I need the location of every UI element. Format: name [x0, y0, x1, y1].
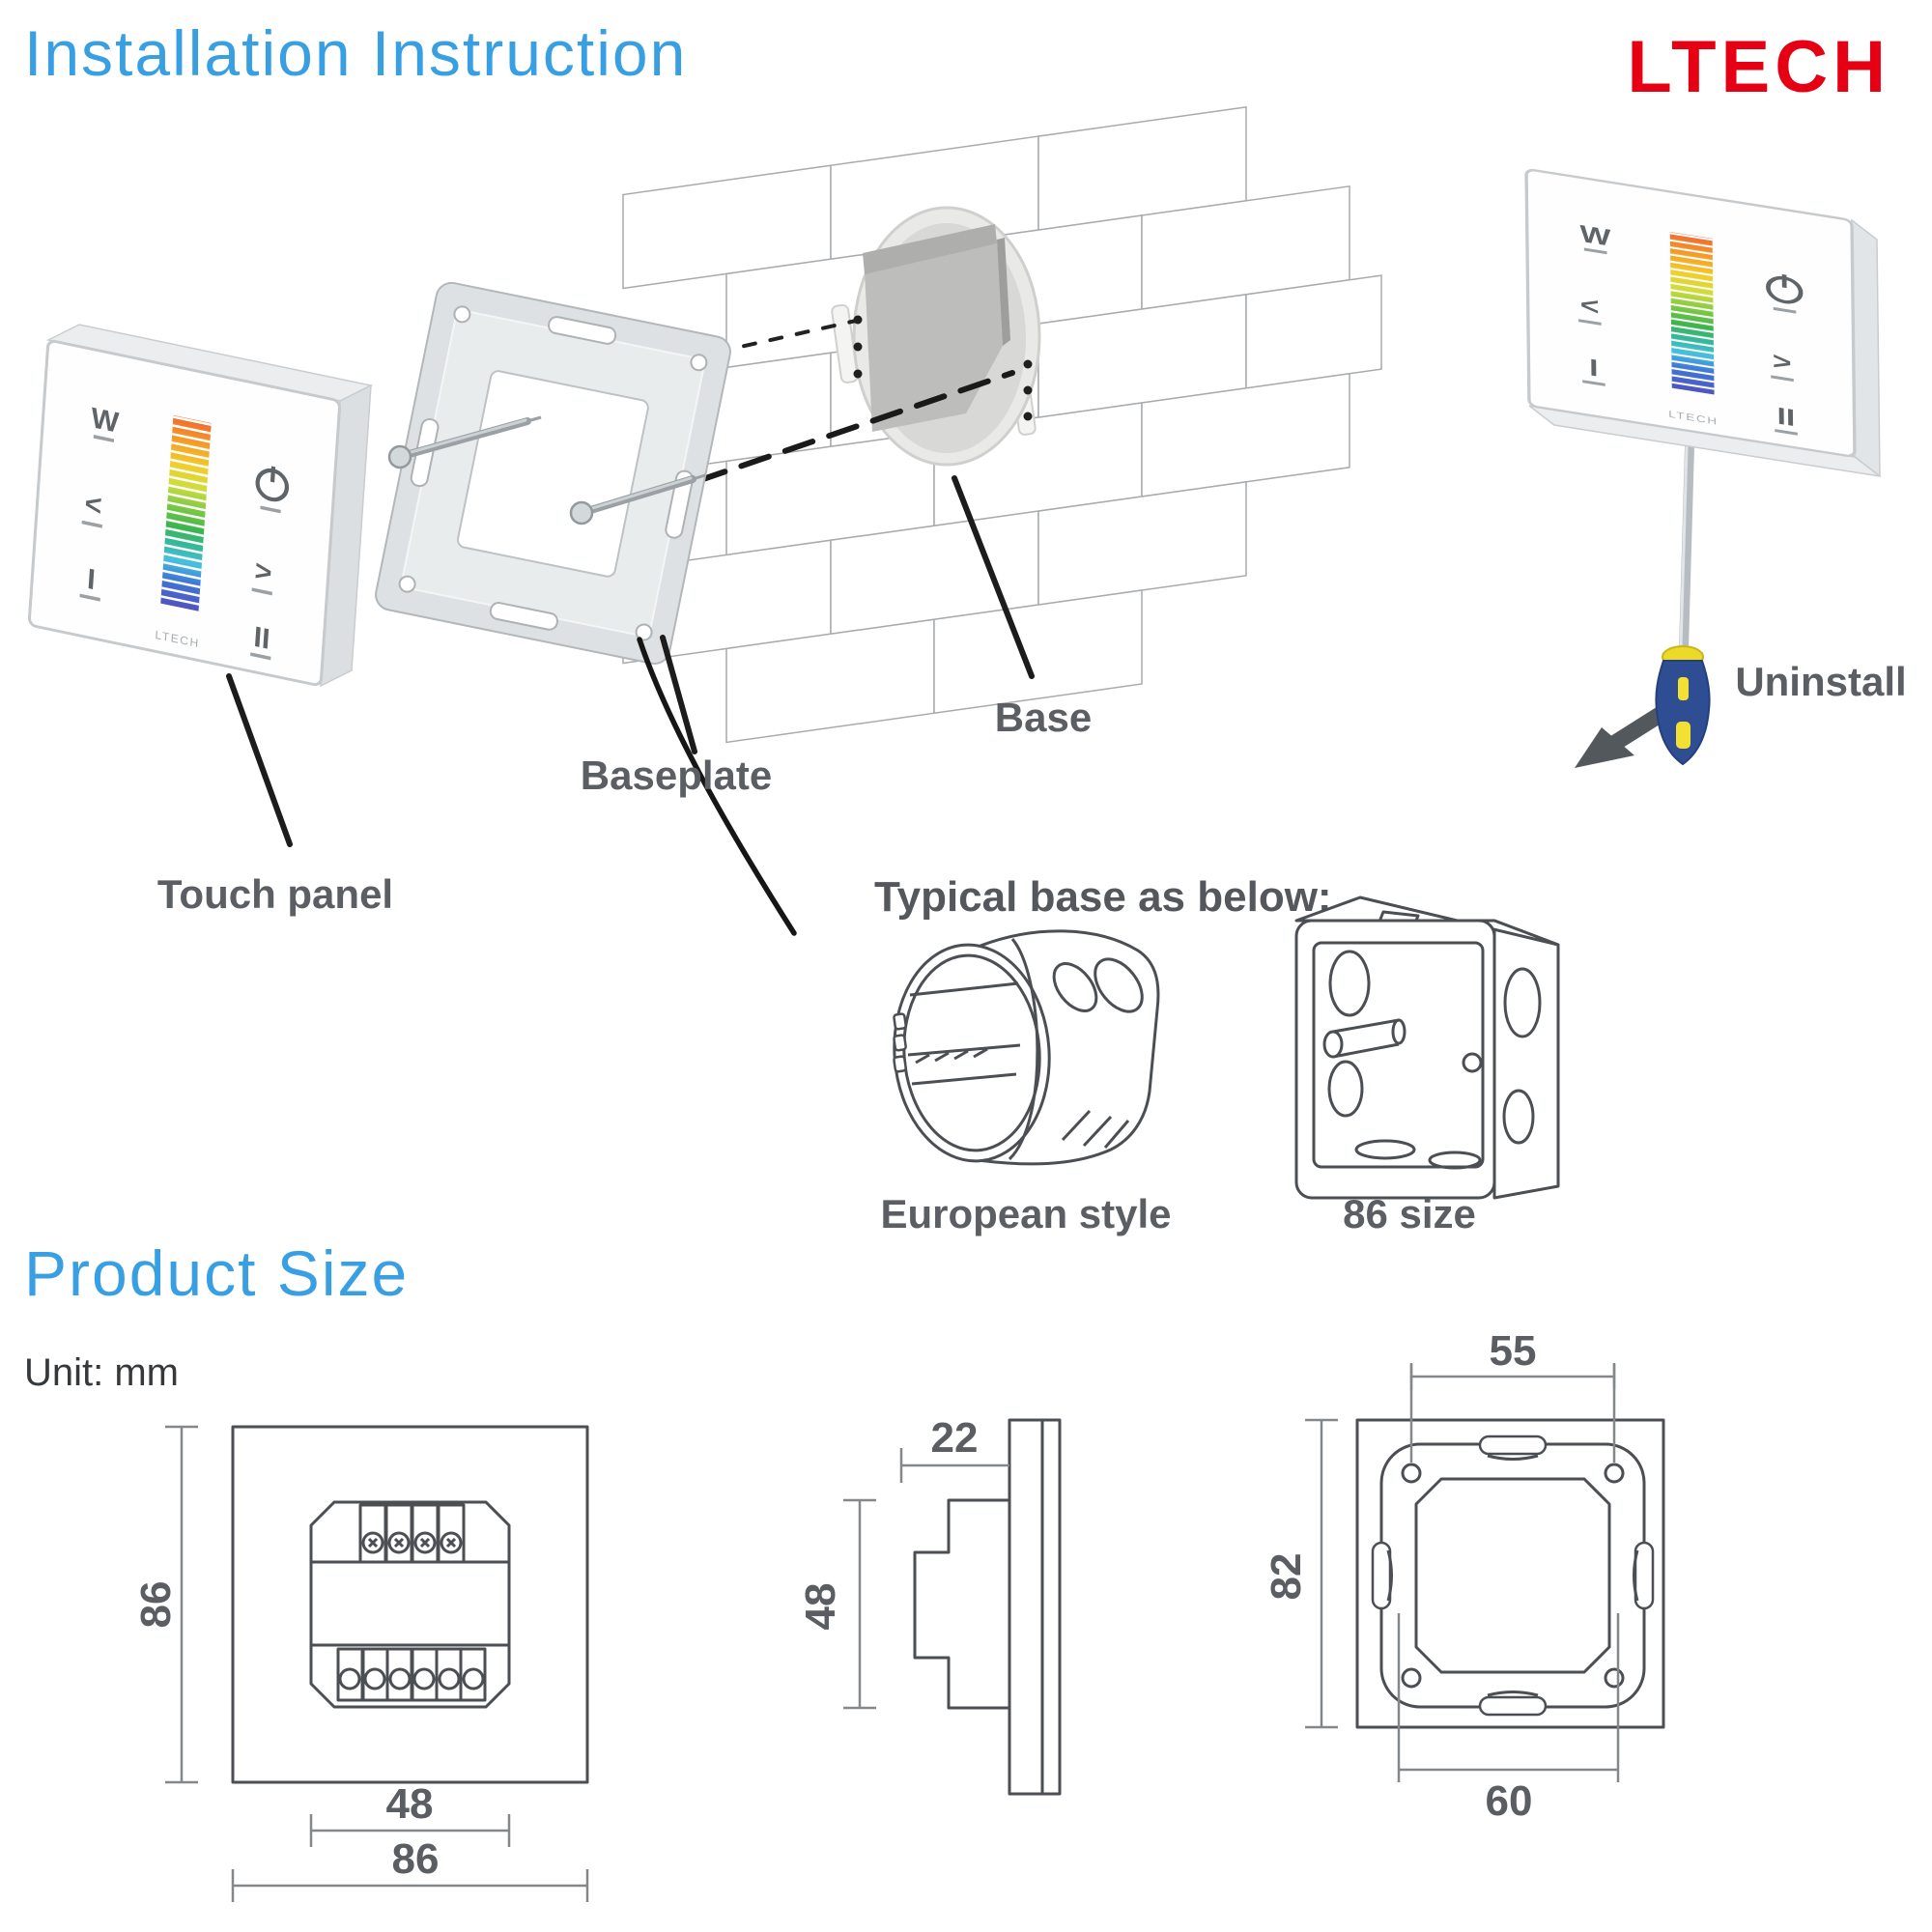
mounting-stud: [1322, 1018, 1406, 1059]
screwdriver-handle: [1655, 645, 1711, 766]
side-view-drawing: 22 48: [797, 1414, 1062, 1796]
mount-tabs: [1371, 1435, 1655, 1717]
wall-base-hole: [831, 206, 1041, 467]
ltech-logo: LTECH: [1627, 26, 1890, 108]
touch-panel-pointer: [226, 673, 293, 847]
mount-view-dimensions: [1305, 1363, 1620, 1782]
typical-base-heading: Typical base as below:: [874, 873, 1332, 921]
european-style-base-drawing: [893, 929, 1160, 1166]
page-title: Installation Instruction: [24, 17, 687, 89]
back-view-drawing: 86 48 86: [132, 1425, 589, 1902]
screwdriver-shaft: [1679, 445, 1694, 650]
back-view-dimensions: [165, 1425, 589, 1902]
uninstall-arrow-icon: [1575, 700, 1675, 768]
mounting-screw: [569, 473, 706, 526]
wire: [637, 637, 797, 936]
touch-panel-right: [1526, 169, 1881, 478]
mount-view-drawing: 55 82 60: [1263, 1327, 1665, 1825]
dim-back-inner-width: 48: [386, 1780, 434, 1828]
baseplate-label: Baseplate: [581, 753, 772, 798]
dim-mount-width: 60: [1486, 1777, 1533, 1825]
uninstall-label: Uninstall: [1735, 659, 1906, 704]
european-style-label: European style: [880, 1191, 1171, 1236]
dim-back-width: 86: [392, 1835, 440, 1883]
unit-label: Unit: mm: [24, 1351, 179, 1394]
dim-side-module-height: 48: [797, 1583, 844, 1631]
baseplate-opening: [456, 370, 649, 578]
anchor-dots: [853, 315, 1033, 421]
touch-panel-left: [29, 324, 374, 686]
mount-holes: [1401, 1463, 1625, 1689]
product-size-title: Product Size: [24, 1237, 409, 1309]
side-view-dimensions: [843, 1448, 1009, 1710]
baseplate-frame: [375, 281, 731, 666]
pointer-lines: [226, 475, 1035, 847]
terminal-blocks-bottom: [336, 1647, 487, 1702]
mounting-screw: [387, 415, 542, 469]
touch-panel-label: Touch panel: [157, 871, 393, 917]
base-label: Base: [995, 695, 1092, 740]
base-pointer: [952, 475, 1035, 679]
dim-side-depth: 22: [931, 1414, 979, 1462]
dim-back-height: 86: [132, 1581, 180, 1629]
alignment-dashed-line: [695, 370, 1015, 484]
terminal-blocks-top: [358, 1503, 466, 1564]
size-86-label: 86 size: [1343, 1191, 1476, 1236]
baseplate-pointer: [660, 635, 697, 754]
dim-mount-hole-spacing: 55: [1490, 1327, 1537, 1375]
wall-tiles: [622, 105, 1382, 744]
dim-mount-height: 82: [1263, 1553, 1310, 1601]
size-86-base-drawing: [1294, 895, 1560, 1200]
